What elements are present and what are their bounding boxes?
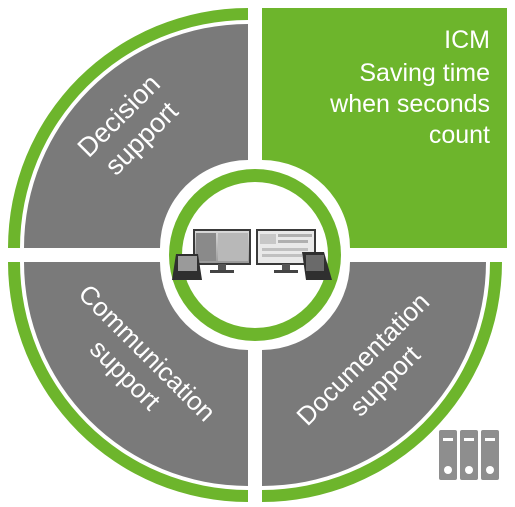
segment-documentation-support xyxy=(262,262,486,486)
workstation-monitors-icon xyxy=(172,229,332,280)
segment-communication-support xyxy=(24,262,248,486)
icm-highlight-block xyxy=(262,8,507,248)
icm-title: ICM xyxy=(444,26,490,54)
center-disc xyxy=(182,182,328,328)
icm-tagline-line2: when seconds xyxy=(329,90,490,118)
segment-decision-support xyxy=(24,24,248,248)
icm-tagline-line1: Saving time xyxy=(359,59,490,87)
binders-icon xyxy=(439,430,499,480)
icm-tagline-line3: count xyxy=(429,121,490,149)
